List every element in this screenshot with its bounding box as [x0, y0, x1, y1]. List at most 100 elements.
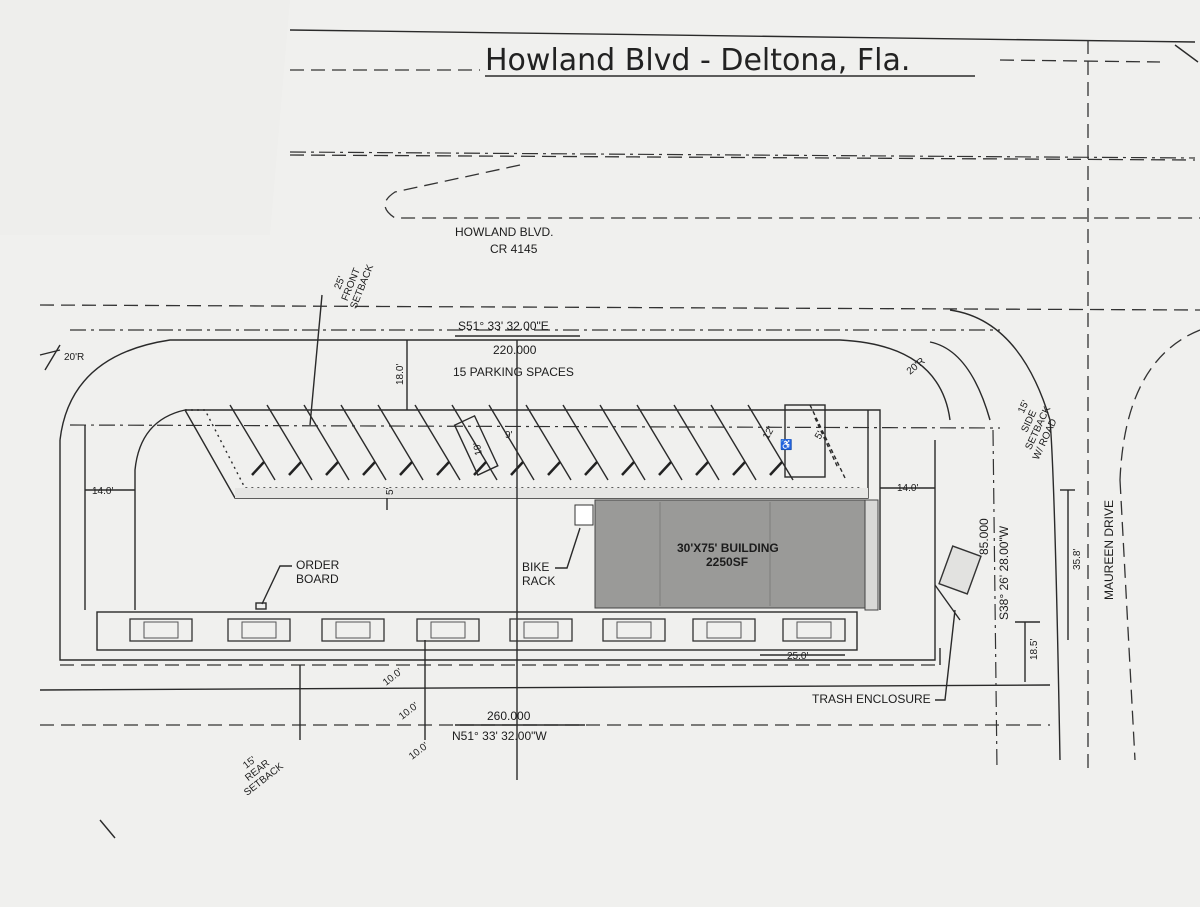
wheel-stop: [325, 461, 339, 476]
wheel-stop: [436, 461, 450, 476]
wheel-stop: [621, 461, 635, 476]
building-footprint: [594, 499, 866, 609]
dim-stall-width: 9': [505, 430, 513, 441]
trash-enclosure-label: TRASH ENCLOSURE: [812, 692, 931, 706]
corner-mark: [1174, 44, 1199, 63]
svg-text:25': 25': [333, 275, 348, 291]
stall-line: [710, 404, 757, 481]
side-distance: 85.000: [977, 518, 991, 555]
outer-site-line: [59, 440, 936, 661]
bearing-bottom: N51° 33' 32.00"W: [452, 729, 547, 743]
wheel-stop: [769, 461, 783, 476]
stall-line: [673, 404, 720, 481]
wheel-stop: [732, 461, 746, 476]
dim-queue-length: 25.0': [787, 651, 808, 662]
dim-stall-depth-2: 19': [472, 442, 485, 457]
car: [602, 618, 666, 642]
wheel-stop: [251, 461, 265, 476]
driveway-curb: [1049, 419, 1061, 761]
stall-line: [562, 404, 609, 481]
car: [692, 618, 756, 642]
road-route: CR 4145: [490, 242, 538, 256]
right-of-way-line: [39, 304, 1200, 311]
right-curb-curve-outer: [949, 309, 1051, 421]
dim-side-35: 35.8': [1072, 549, 1083, 570]
car: [509, 618, 573, 642]
wheel-stop: [695, 461, 709, 476]
dim-side-18: 18.5': [1029, 639, 1040, 660]
dim-stall-depth: 18.0': [395, 364, 406, 385]
parking-spaces-label: 15 PARKING SPACES: [453, 365, 574, 379]
bike-rack-leader: [555, 527, 581, 569]
car: [782, 618, 846, 642]
stall-line: [525, 404, 572, 481]
road-centerline: [289, 151, 1196, 159]
bearing-top: S51° 33' 32.00"E: [458, 319, 549, 333]
left-radius-arrow: [39, 344, 61, 371]
road-median-edge: [384, 164, 1200, 219]
wheel-stop: [473, 461, 487, 476]
dim-width-left: 14.0': [92, 486, 113, 497]
building-size: 30'X75' BUILDING: [677, 541, 779, 555]
road-name: HOWLAND BLVD.: [455, 225, 553, 239]
car: [129, 618, 193, 642]
parking-lot-boundary: [134, 409, 881, 610]
order-board-leader: [261, 565, 292, 605]
wheel-stop: [547, 461, 561, 476]
maureen-edge: [1119, 479, 1136, 761]
dim-width-right: 14.0': [897, 483, 918, 494]
distance-top: 220.000: [493, 343, 537, 357]
wheel-stop: [399, 461, 413, 476]
sheet-border-top: [289, 29, 1196, 43]
hc-access-aisle: [809, 404, 846, 479]
svg-text:15': 15': [1016, 399, 1032, 416]
right-curb-curve: [929, 341, 991, 421]
order-board-marker: [255, 602, 267, 610]
sidewalk: [235, 488, 868, 498]
handwritten-title: Howland Blvd - Deltona, Fla.: [485, 43, 910, 78]
stall-line: [599, 404, 646, 481]
queued-cars: [129, 618, 846, 642]
outer-curb-top: [59, 339, 951, 441]
stall-line: [377, 404, 424, 481]
accessible-icon: ♿: [780, 438, 792, 451]
building-area: 2250SF: [706, 555, 748, 569]
stall-line: [303, 404, 350, 481]
parking-stalls: [229, 404, 794, 481]
dim-walk: 5': [385, 487, 396, 495]
wheel-stop: [584, 461, 598, 476]
side-bearing: S38° 26' 28.00"W: [997, 525, 1011, 620]
stall-line: [414, 404, 461, 481]
rear-property-line: [39, 684, 1051, 691]
wheel-stop: [362, 461, 376, 476]
trash-enclosure: [938, 545, 982, 595]
stall-line: [340, 404, 387, 481]
dim-radius-left: 20'R: [64, 352, 84, 363]
car: [416, 618, 480, 642]
drive-thru-lane: [96, 611, 858, 651]
street-maureen: MAUREEN DRIVE: [1102, 500, 1116, 600]
stall-line: [229, 404, 276, 481]
stall-line: [451, 404, 498, 481]
building-texture: [659, 502, 771, 606]
side-property-line: [992, 429, 998, 771]
road-line-1b: [999, 59, 1161, 63]
bike-rack-line2: RACK: [522, 574, 555, 588]
setback-line-top: [69, 424, 1001, 429]
dim-box-19: [453, 414, 499, 476]
corner-mark-left: [99, 819, 116, 839]
front-setback-leader: [309, 294, 323, 426]
order-board-line1: ORDER: [296, 558, 340, 572]
stall-line: [266, 404, 313, 481]
hc-stall: [784, 404, 826, 478]
building-walk: [864, 499, 879, 611]
bike-rack-line1: BIKE: [522, 560, 549, 574]
wheel-stop: [288, 461, 302, 476]
distance-bottom: 260.000: [487, 709, 531, 723]
trash-gate: [934, 584, 961, 621]
wheel-stop: [658, 461, 672, 476]
trash-enclosure-leader: [935, 609, 956, 701]
stall-line: [488, 404, 535, 481]
